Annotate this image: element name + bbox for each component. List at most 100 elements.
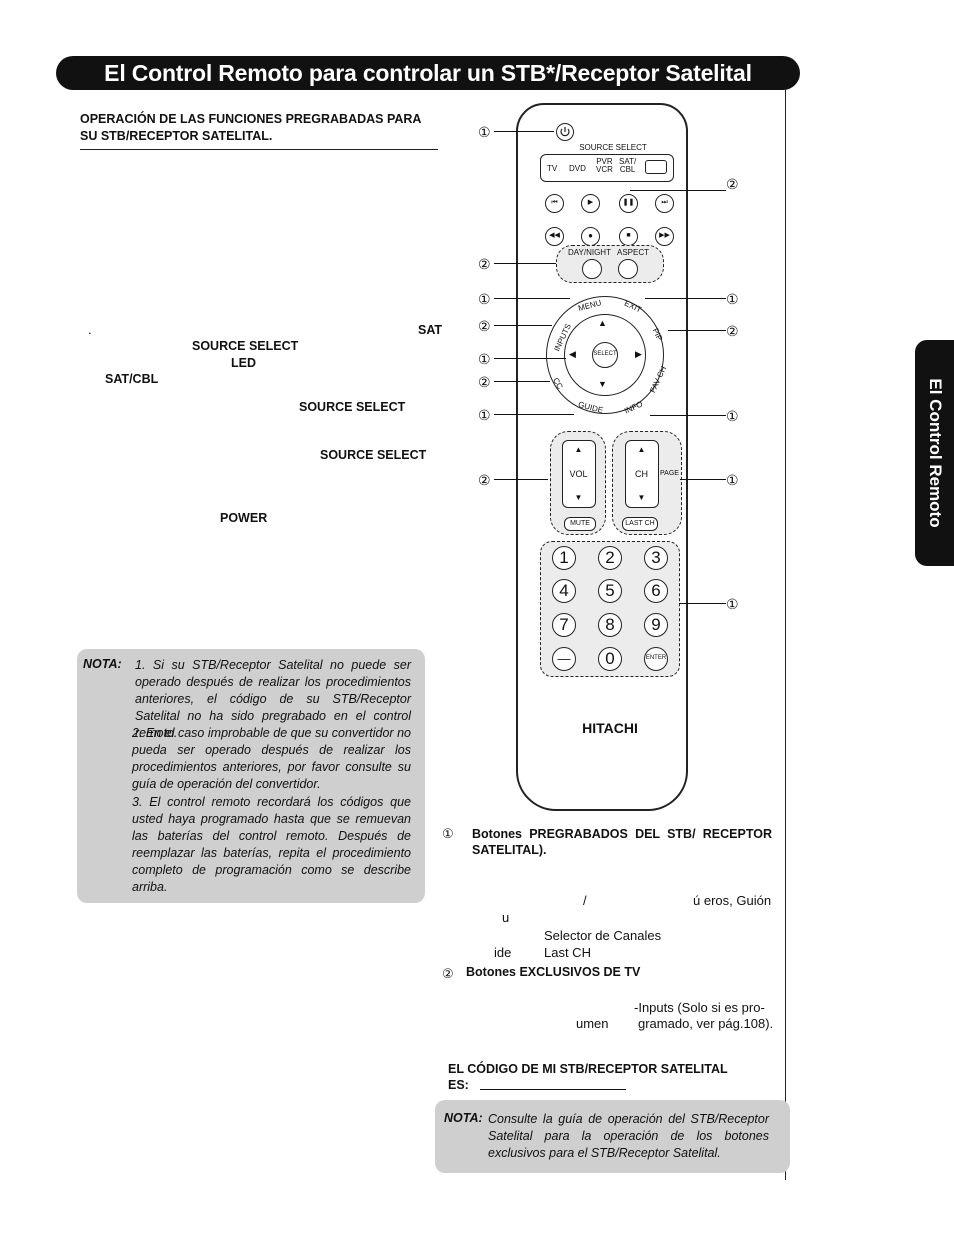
digit-7-button: 7 — [552, 613, 576, 637]
legend-1-text: Botones PREGRABADOS DEL STB/ RECEPTOR SA… — [472, 827, 772, 857]
callout-1: ① — [726, 472, 739, 488]
digit-4-button: 4 — [552, 579, 576, 603]
callout-line — [494, 263, 556, 265]
dash-button: — — [552, 647, 576, 671]
callout-line — [494, 131, 554, 133]
callout-1: ① — [478, 351, 491, 367]
text-fragment: SOURCE SELECT — [320, 448, 427, 462]
code-blank-line — [480, 1089, 626, 1090]
page-title: El Control Remoto para controlar un STB*… — [56, 56, 800, 90]
note-item: 3. El control remoto recordará los códig… — [132, 795, 411, 894]
callout-line — [494, 358, 566, 360]
text-fragment: POWER — [220, 511, 268, 525]
callout-2: ② — [478, 472, 491, 488]
legend-2-number: ② — [442, 966, 454, 981]
callout-1: ① — [726, 291, 739, 307]
callout-1: ① — [478, 124, 491, 140]
select-button: SELECT — [592, 342, 618, 368]
note-item: 1. Si su STB/Receptor Satelital no puede… — [135, 658, 411, 740]
heading-underline — [80, 149, 438, 150]
arrow-up-icon: ▲ — [598, 318, 607, 328]
stop-button: ■ — [619, 227, 638, 246]
callout-line — [680, 479, 726, 481]
text-fragment: . — [88, 322, 92, 337]
callout-line — [679, 603, 726, 605]
text-fragment: -Inputs (Solo si es pro- — [634, 1000, 765, 1015]
callout-1: ① — [478, 291, 491, 307]
callout-1: ① — [726, 408, 739, 424]
text-fragment: SAT — [418, 323, 443, 337]
code-label: EL CÓDIGO DE MI STB/RECEPTOR SATELITAL — [448, 1062, 728, 1076]
day-night-label: DAY/NIGHT — [568, 248, 611, 257]
source-select-button — [645, 160, 667, 174]
text-fragment: SOURCE SELECT — [299, 400, 406, 414]
text-fragment: Last CH — [544, 945, 591, 960]
legend-2-text: Botones EXCLUSIVOS DE TV — [466, 965, 641, 979]
digit-8-button: 8 — [598, 613, 622, 637]
digit-5-button: 5 — [598, 579, 622, 603]
column-divider — [785, 90, 786, 1180]
side-tab: El Control Remoto — [915, 340, 954, 566]
digit-0-button: 0 — [598, 647, 622, 671]
text-fragment: LED — [231, 356, 256, 370]
direction-pad — [564, 314, 646, 396]
text-fragment: gramado, ver pág.108). — [638, 1016, 774, 1031]
rewind-button: ◀◀ — [545, 227, 564, 246]
side-tab-label: El Control Remoto — [925, 378, 945, 528]
code-label-es: ES: — [448, 1078, 469, 1092]
callout-line — [645, 298, 726, 300]
brand-logo: HITACHI — [582, 720, 638, 736]
digit-1-button: 1 — [552, 546, 576, 570]
source-dvd: DVD — [569, 164, 586, 173]
note-box — [77, 649, 425, 903]
last-ch-button: LAST CH — [622, 517, 658, 531]
callout-2: ② — [478, 318, 491, 334]
aspect-label: ASPECT — [617, 248, 650, 257]
record-button: ● — [581, 227, 600, 246]
digit-2-button: 2 — [598, 546, 622, 570]
enter-button: ENTER — [644, 647, 668, 671]
tv-only-group — [556, 245, 664, 283]
callout-line — [494, 414, 574, 416]
digit-9-button: 9 — [644, 613, 668, 637]
mute-button: MUTE — [564, 517, 596, 531]
page-label: PAGE — [660, 470, 679, 477]
legend-1-number: ① — [442, 826, 454, 841]
pause-button: ❚❚ — [619, 194, 638, 213]
arrow-right-icon: ▶ — [635, 349, 642, 359]
text-fragment: u — [502, 910, 510, 925]
power-icon — [560, 127, 570, 137]
aspect-button — [618, 259, 638, 279]
play-button: ▶ — [581, 194, 600, 213]
text-fragment: ú eros, Guión — [693, 893, 772, 908]
note-box-2 — [435, 1100, 790, 1173]
day-night-button — [582, 259, 602, 279]
callout-2: ② — [478, 256, 491, 272]
arrow-left-icon: ◀ — [569, 349, 576, 359]
callout-2: ② — [726, 176, 739, 192]
digit-3-button: 3 — [644, 546, 668, 570]
text-fragment: umen — [576, 1016, 609, 1031]
callout-1: ① — [726, 596, 739, 612]
source-select-label: SOURCE SELECT — [579, 143, 647, 152]
callout-line — [668, 330, 726, 332]
power-button — [556, 123, 574, 141]
callout-line — [494, 479, 548, 481]
text-fragment: SOURCE SELECT — [192, 339, 299, 353]
callout-line — [630, 190, 726, 192]
text-fragment: / — [583, 893, 587, 908]
callout-line — [494, 325, 552, 327]
source-tv: TV — [547, 164, 558, 173]
callout-2: ② — [726, 323, 739, 339]
callout-2: ② — [478, 374, 491, 390]
note-label: NOTA: — [83, 657, 122, 671]
callout-1: ① — [478, 407, 491, 423]
digit-6-button: 6 — [644, 579, 668, 603]
volume-rocker: ▲ VOL ▼ — [562, 440, 596, 508]
skip-back-button: ⏮ — [545, 194, 564, 213]
text-fragment: ide — [494, 945, 512, 960]
callout-line — [650, 415, 726, 417]
channel-rocker: ▲ CH ▼ — [625, 440, 659, 508]
note-item: 2. En el caso improbable de que su conve… — [132, 726, 411, 791]
